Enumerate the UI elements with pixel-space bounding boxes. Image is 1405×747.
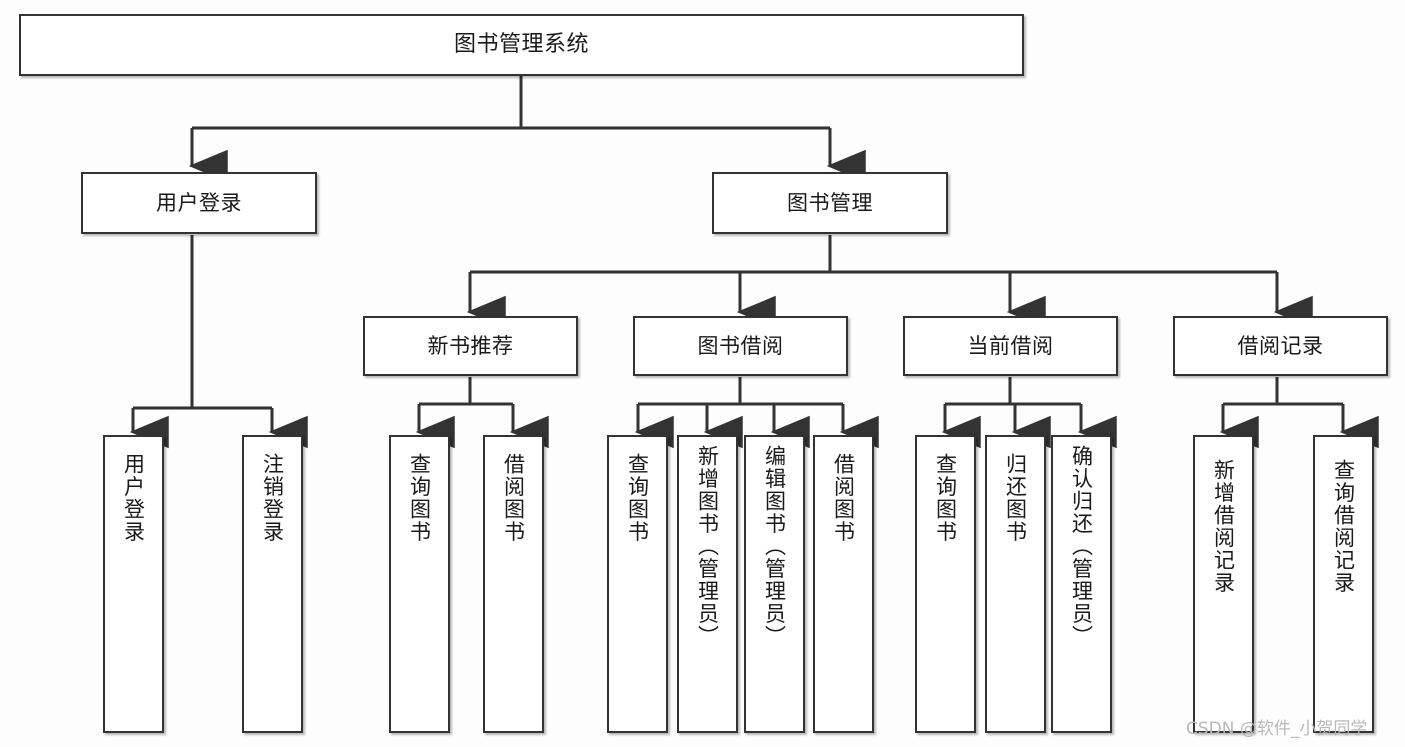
leaf-user-login-logout[interactable]: 注销登录	[242, 435, 303, 733]
node-label: 注销登录	[260, 453, 285, 543]
node-label: 当前借阅	[967, 333, 1054, 358]
node-book-management[interactable]: 图书管理	[712, 172, 948, 234]
leaf-current-return-book[interactable]: 归还图书	[985, 435, 1046, 733]
node-label: 查询图书	[933, 453, 958, 543]
leaf-borrow-query-book[interactable]: 查询图书	[607, 435, 668, 733]
node-label: 借阅图书	[501, 453, 526, 543]
node-book-borrow[interactable]: 图书借阅	[633, 316, 848, 376]
node-label: 新增借阅记录	[1211, 459, 1236, 594]
leaf-borrow-borrow-book[interactable]: 借阅图书	[813, 435, 874, 733]
node-label: 借阅记录	[1237, 333, 1324, 358]
node-label: 新增图书（管理员）	[695, 445, 720, 648]
node-label: 图书管理系统	[453, 32, 589, 58]
leaf-record-query-record[interactable]: 查询借阅记录	[1313, 435, 1374, 733]
node-label: 用户登录	[156, 190, 242, 215]
node-label: 借阅图书	[831, 453, 856, 543]
node-user-login[interactable]: 用户登录	[81, 172, 317, 234]
node-label: 编辑图书（管理员）	[762, 445, 787, 648]
leaf-current-confirm-return-admin[interactable]: 确认归还（管理员）	[1051, 435, 1112, 733]
node-label: 新书推荐	[427, 333, 514, 358]
node-label: 图书管理	[787, 190, 873, 215]
node-new-book-recommend[interactable]: 新书推荐	[363, 316, 578, 376]
leaf-recommend-borrow-book[interactable]: 借阅图书	[483, 435, 544, 733]
node-label: 查询借阅记录	[1331, 459, 1356, 594]
node-label: 查询图书	[625, 453, 650, 543]
node-root-system[interactable]: 图书管理系统	[19, 14, 1024, 76]
leaf-borrow-add-book-admin[interactable]: 新增图书（管理员）	[677, 435, 738, 733]
node-label: 归还图书	[1003, 453, 1028, 543]
leaf-recommend-query-book[interactable]: 查询图书	[389, 435, 450, 733]
node-label: 用户登录	[121, 453, 146, 543]
leaf-user-login-login[interactable]: 用户登录	[103, 435, 164, 733]
node-label: 图书借阅	[697, 333, 784, 358]
node-label: 查询图书	[407, 453, 432, 543]
leaf-record-add-record[interactable]: 新增借阅记录	[1193, 435, 1254, 733]
node-borrow-record[interactable]: 借阅记录	[1173, 316, 1388, 376]
node-current-borrow[interactable]: 当前借阅	[903, 316, 1118, 376]
leaf-current-query-book[interactable]: 查询图书	[915, 435, 976, 733]
node-label: 确认归还（管理员）	[1069, 445, 1094, 648]
csdn-watermark: CSDN @软件_小贺同学	[1186, 719, 1368, 739]
leaf-borrow-edit-book-admin[interactable]: 编辑图书（管理员）	[744, 435, 805, 733]
